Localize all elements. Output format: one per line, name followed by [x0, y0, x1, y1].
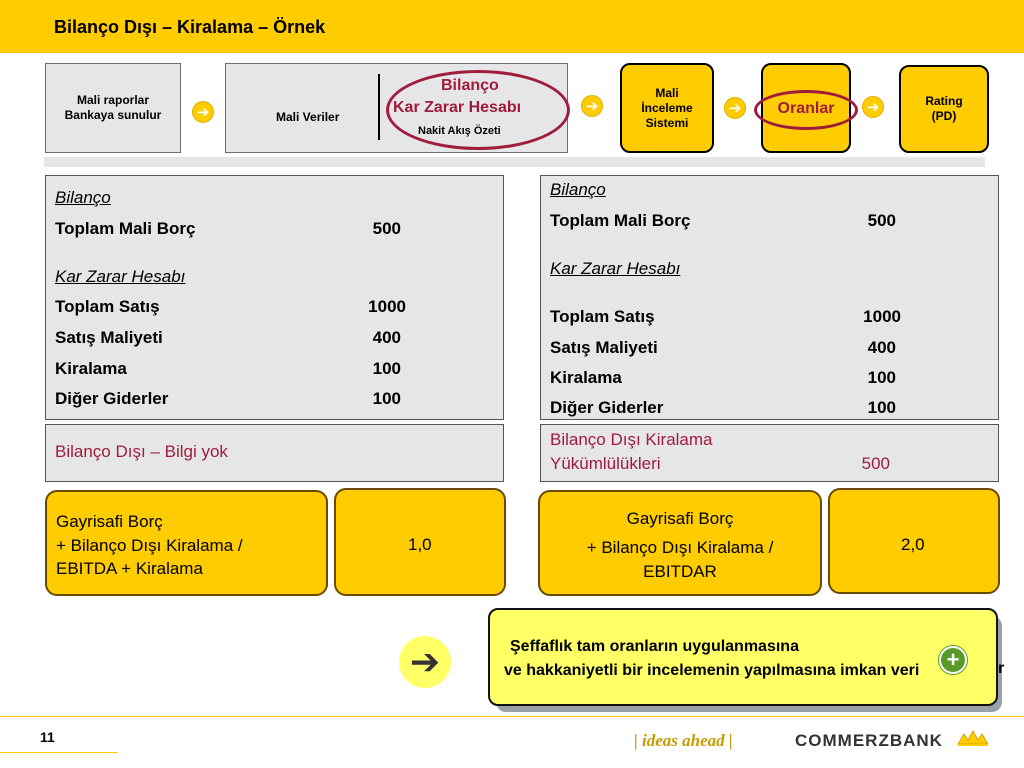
left-formula-line2: + Bilanço Dışı Kiralama / — [56, 536, 243, 555]
right-off-balance-line1: Bilanço Dışı Kiralama — [550, 430, 713, 449]
right-pl-heading: Kar Zarar Hesabı — [550, 259, 681, 278]
right-formula-line3: EBITDAR — [643, 562, 717, 581]
right-off-balance-value: 500 — [861, 454, 890, 473]
right-cogs-label: Satış Maliyeti — [550, 338, 658, 357]
left-sales-label: Toplam Satış — [55, 297, 160, 316]
right-sales-label: Toplam Satış — [550, 307, 655, 326]
left-total-debt-value: 500 — [372, 219, 401, 238]
right-total-debt-value: 500 — [867, 211, 896, 230]
left-formula-line1: Gayrisafi Borç — [56, 512, 163, 531]
left-ratio-value: 1,0 — [408, 535, 432, 554]
left-lease-value: 100 — [372, 359, 401, 378]
left-other-label: Diğer Giderler — [55, 389, 169, 408]
callout-overflow-text: r — [998, 660, 1005, 677]
footer-divider — [0, 716, 1024, 717]
left-pl-heading: Kar Zarar Hesabı — [55, 267, 186, 286]
right-total-debt-label: Toplam Mali Borç — [550, 211, 691, 230]
left-ratio-formula: Gayrisafi Borç + Bilanço Dışı Kiralama /… — [45, 490, 328, 596]
left-financials-panel: Bilanço Toplam Mali Borç 500 Kar Zarar H… — [45, 175, 504, 420]
right-off-balance-panel: Bilanço Dışı Kiralama Yükümlülükleri 500 — [540, 424, 999, 482]
slide-header: Bilanço Dışı – Kiralama – Örnek — [0, 0, 1024, 53]
right-ratio-value-box: 2,0 — [828, 488, 1000, 594]
right-formula-line1: Gayrisafi Borç — [626, 509, 734, 528]
plus-icon: + — [939, 646, 967, 674]
left-off-balance-text: Bilanço Dışı – Bilgi yok — [55, 442, 228, 461]
flow-separator — [378, 74, 380, 140]
callout-line2: ve hakkaniyetli bir incelemenin yapılmas… — [504, 662, 920, 679]
flow-step-reports-line1: Mali raporlar — [76, 93, 149, 107]
flow-arrow-icon: ➔ — [581, 95, 603, 117]
left-off-balance-panel: Bilanço Dışı – Bilgi yok — [45, 424, 504, 482]
right-financials-panel: Bilanço Toplam Mali Borç 500 Kar Zarar H… — [540, 175, 999, 420]
left-cogs-value: 400 — [372, 328, 401, 347]
left-sales-value: 1000 — [368, 297, 406, 316]
left-formula-line3: EBITDA + Kiralama — [56, 559, 203, 578]
flow-analysis-line3: Sistemi — [645, 115, 689, 130]
flow-arrow-icon: ➔ — [724, 97, 746, 119]
arrow-right-icon: ➔ — [399, 636, 451, 688]
left-other-value: 100 — [372, 389, 401, 408]
flow-step-rating: Rating(PD) — [899, 65, 989, 153]
right-cogs-value: 400 — [867, 338, 896, 357]
right-off-balance-line2: Yükümlülükleri — [550, 454, 661, 473]
flow-financial-data-label: Mali Veriler — [276, 110, 340, 124]
commerzbank-logo-icon — [957, 729, 989, 746]
left-lease-label: Kiralama — [55, 359, 127, 378]
highlight-ellipse — [386, 70, 570, 150]
left-cogs-label: Satış Maliyeti — [55, 328, 163, 347]
right-sales-value: 1000 — [863, 307, 901, 326]
right-ratio-value: 2,0 — [901, 535, 925, 554]
page-number: 11 — [40, 729, 55, 745]
callout-line1: Şeffaflık tam oranların uygulanmasına — [510, 638, 799, 655]
left-balance-heading: Bilanço — [55, 188, 111, 207]
brand-name: COMMERZBANK — [795, 731, 943, 750]
left-total-debt-label: Toplam Mali Borç — [55, 219, 196, 238]
right-other-label: Diğer Giderler — [550, 398, 664, 417]
footer-underline — [0, 752, 118, 753]
flow-analysis-line1: Mali — [655, 85, 679, 100]
flow-rating-line1: Rating — [925, 94, 963, 108]
brand-tagline: | ideas ahead | — [634, 731, 733, 750]
right-formula-line2: + Bilanço Dışı Kiralama / — [586, 538, 774, 557]
conclusion-callout: Şeffaflık tam oranların uygulanmasına ve… — [488, 608, 998, 706]
right-balance-heading: Bilanço — [550, 180, 606, 199]
flow-step-reports-line2: Bankaya sunulur — [64, 108, 162, 122]
right-lease-value: 100 — [867, 368, 896, 387]
section-divider — [44, 157, 985, 167]
flow-arrow-icon: ➔ — [192, 101, 214, 123]
slide-title: Bilanço Dışı – Kiralama – Örnek — [54, 17, 326, 37]
left-ratio-value-box: 1,0 — [334, 488, 506, 596]
right-ratio-formula: Gayrisafi Borç + Bilanço Dışı Kiralama /… — [538, 490, 822, 596]
right-lease-label: Kiralama — [550, 368, 622, 387]
flow-analysis-line2: İnceleme — [641, 100, 693, 115]
flow-rating-line2: (PD) — [931, 109, 957, 123]
highlight-ellipse — [754, 90, 858, 130]
flow-arrow-icon: ➔ — [862, 96, 884, 118]
right-other-value: 100 — [867, 398, 896, 417]
